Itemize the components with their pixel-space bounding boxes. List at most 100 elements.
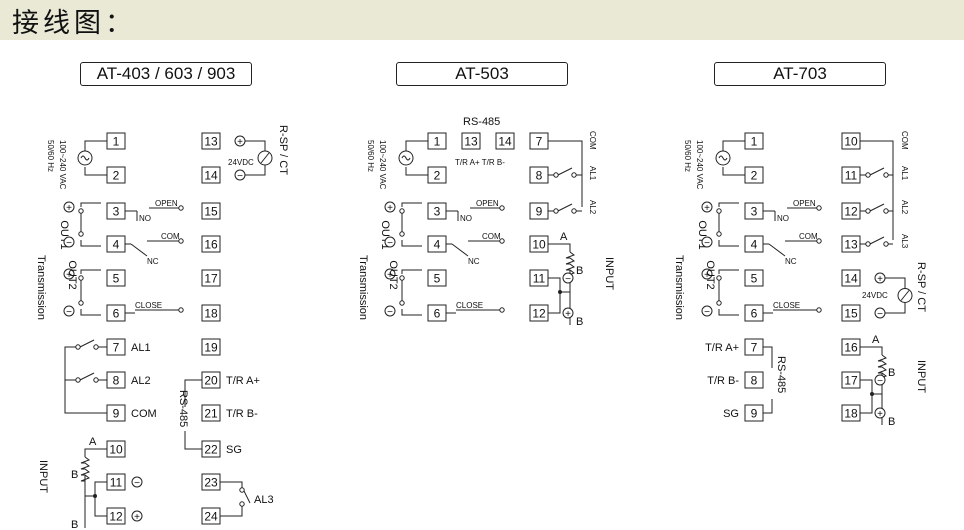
out2-label: OUT2 — [387, 260, 399, 289]
ct-arrow — [260, 152, 270, 164]
contact-dot — [178, 205, 184, 211]
switch-lever — [869, 236, 885, 245]
input-b2-label: B — [888, 416, 895, 428]
plus-sign: + — [237, 137, 243, 148]
plus-sign: + — [66, 270, 72, 281]
plus-sign: + — [565, 309, 571, 320]
al2-label: AL2 — [900, 200, 909, 215]
close-label: CLOSE — [456, 301, 483, 310]
rs485-pins-label: T/R A+ T/R B- — [455, 158, 505, 167]
com-label: COM — [799, 232, 818, 241]
contact-dot — [883, 241, 889, 247]
terminal-number-18: 18 — [204, 307, 218, 321]
switch-lever — [869, 203, 885, 212]
terminal-number-10: 10 — [109, 443, 123, 457]
no-label: NO — [139, 214, 151, 223]
out2-label: OUT2 — [66, 260, 78, 289]
terminal-number-6: 6 — [113, 307, 120, 321]
terminal-number-17: 17 — [844, 374, 858, 388]
al2-label: AL2 — [131, 375, 151, 387]
contact-dot — [93, 377, 99, 383]
contact-dot — [78, 208, 84, 214]
vdc-label: 24VDC — [228, 158, 254, 167]
input-wire — [860, 346, 883, 355]
contact-dot — [78, 300, 84, 306]
sg-label: SG — [226, 444, 242, 456]
terminal-box — [201, 166, 221, 184]
power-wire — [722, 167, 745, 176]
al3-wire — [220, 506, 243, 517]
power-frequency-label: 50/60 Hz — [46, 140, 55, 172]
terminal-number-14: 14 — [844, 272, 858, 286]
minus-sign: − — [704, 238, 710, 249]
alarm-common-wire — [548, 140, 583, 207]
wire — [401, 240, 422, 247]
minus-sign: − — [134, 478, 140, 489]
terminal-number-2: 2 — [751, 169, 758, 183]
out2-plus-icon — [384, 268, 396, 280]
al3-label: AL3 — [900, 234, 909, 249]
contact-dot — [239, 501, 245, 507]
nc-label: NC — [785, 257, 797, 266]
terminal-number-10: 10 — [844, 135, 858, 149]
terminal-number-11: 11 — [110, 476, 123, 490]
contact-dot — [883, 208, 889, 214]
terminal-box — [461, 132, 481, 150]
terminal-number-1: 1 — [751, 135, 758, 149]
terminal-number-9: 9 — [751, 407, 758, 421]
terminal-box — [841, 304, 861, 322]
switch-lever — [451, 243, 469, 257]
input-a-label: A — [560, 231, 568, 243]
model-label-at703: AT-703 — [714, 62, 886, 86]
contact-dot — [178, 238, 184, 244]
out1-minus-icon — [63, 236, 75, 248]
out2-plus-icon — [63, 268, 75, 280]
terminal-box — [201, 304, 221, 322]
input-wire — [548, 277, 561, 314]
rs485-wire — [763, 399, 773, 414]
terminal-number-9: 9 — [536, 205, 543, 219]
contact-dot — [178, 307, 184, 313]
power-voltage-label: 100~240 VAC — [58, 140, 67, 190]
tra-label: T/R A+ — [705, 342, 739, 354]
wire — [718, 240, 739, 247]
contact-dot — [78, 231, 84, 237]
input-b2-label: B — [576, 316, 583, 328]
terminal-box — [201, 269, 221, 287]
contact-dot — [865, 208, 871, 214]
sine-wave-icon — [401, 155, 411, 161]
terminal-number-2: 2 — [434, 169, 441, 183]
wire — [401, 269, 422, 274]
open-label: OPEN — [476, 199, 499, 208]
terminal-number-24: 24 — [204, 510, 218, 524]
terminal-box — [744, 371, 764, 389]
plus-sign: + — [134, 512, 140, 523]
terminal-box — [427, 269, 447, 287]
input-b2-label: B — [71, 519, 78, 530]
terminal-number-7: 7 — [113, 341, 120, 355]
terminal-number-14: 14 — [204, 169, 218, 183]
plus-sign: + — [387, 270, 393, 281]
wire — [80, 240, 101, 247]
input-minus-icon — [131, 476, 143, 488]
contact-dot — [75, 344, 81, 350]
wire — [80, 202, 101, 207]
minus-sign: − — [565, 274, 571, 285]
close-label: CLOSE — [135, 301, 162, 310]
rs485-label: RS-485 — [177, 390, 189, 427]
input-wire — [94, 481, 107, 517]
out1-minus-icon — [701, 236, 713, 248]
power-frequency-label: 50/60 Hz — [366, 140, 375, 172]
wire — [401, 309, 422, 316]
power-wire — [84, 167, 107, 176]
no-label: NO — [460, 214, 472, 223]
no-label: NO — [777, 214, 789, 223]
close-label: CLOSE — [773, 301, 800, 310]
contact-dot — [816, 238, 822, 244]
contact-dot — [399, 231, 405, 237]
input-plus-icon — [874, 407, 886, 419]
power-voltage-label: 100~240 VAC — [378, 140, 387, 190]
terminal-number-2: 2 — [113, 169, 120, 183]
terminal-box — [106, 269, 126, 287]
